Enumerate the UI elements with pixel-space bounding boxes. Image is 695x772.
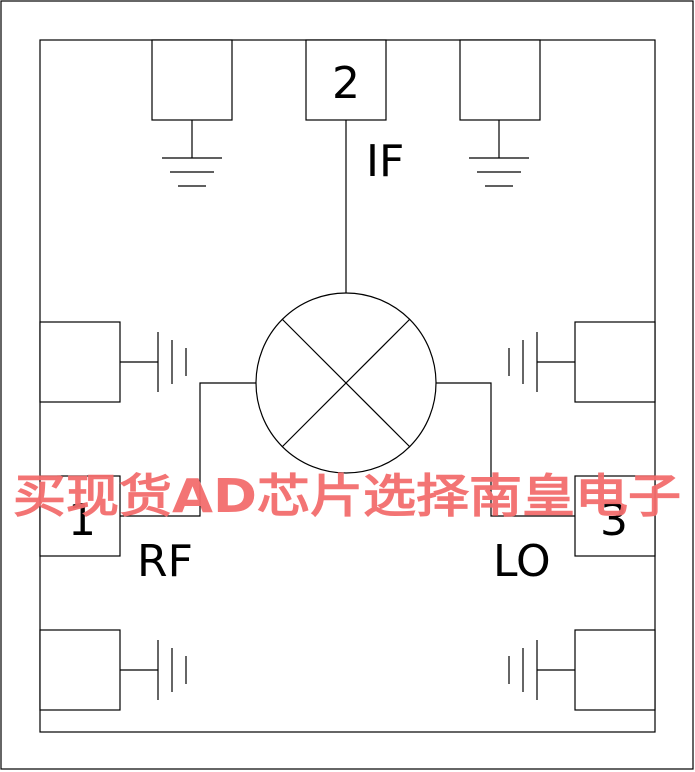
- right-upper-pad: [574, 321, 656, 403]
- left-upper-pad: [39, 321, 121, 403]
- lo-wire: [436, 382, 575, 517]
- top-right-pad: [459, 39, 541, 121]
- watermark-text: 买现货AD芯片选择南皇电子: [13, 469, 681, 523]
- if-label: IF: [366, 136, 404, 187]
- ground-icon-right-lower: [508, 640, 575, 700]
- ground-icon-top-left: [162, 120, 222, 187]
- if-pin-number: 2: [332, 58, 360, 109]
- package-outline: [39, 39, 656, 733]
- left-lower-pad: [39, 629, 121, 711]
- lo-label: LO: [493, 536, 551, 587]
- right-lower-pad: [574, 629, 656, 711]
- ground-icon-right-upper: [508, 332, 575, 392]
- ground-icon-top-right: [469, 120, 529, 187]
- ground-icon-left-upper: [120, 332, 187, 392]
- mixer-icon: [255, 292, 437, 474]
- rf-pad: [39, 475, 121, 557]
- lo-pad: [574, 475, 656, 557]
- top-left-pad: [151, 39, 233, 121]
- rf-wire: [120, 382, 256, 517]
- rf-pin-number: 1: [68, 495, 96, 546]
- rf-label: RF: [137, 536, 193, 587]
- ground-icon-left-lower: [120, 640, 187, 700]
- lo-pin-number: 3: [600, 495, 628, 546]
